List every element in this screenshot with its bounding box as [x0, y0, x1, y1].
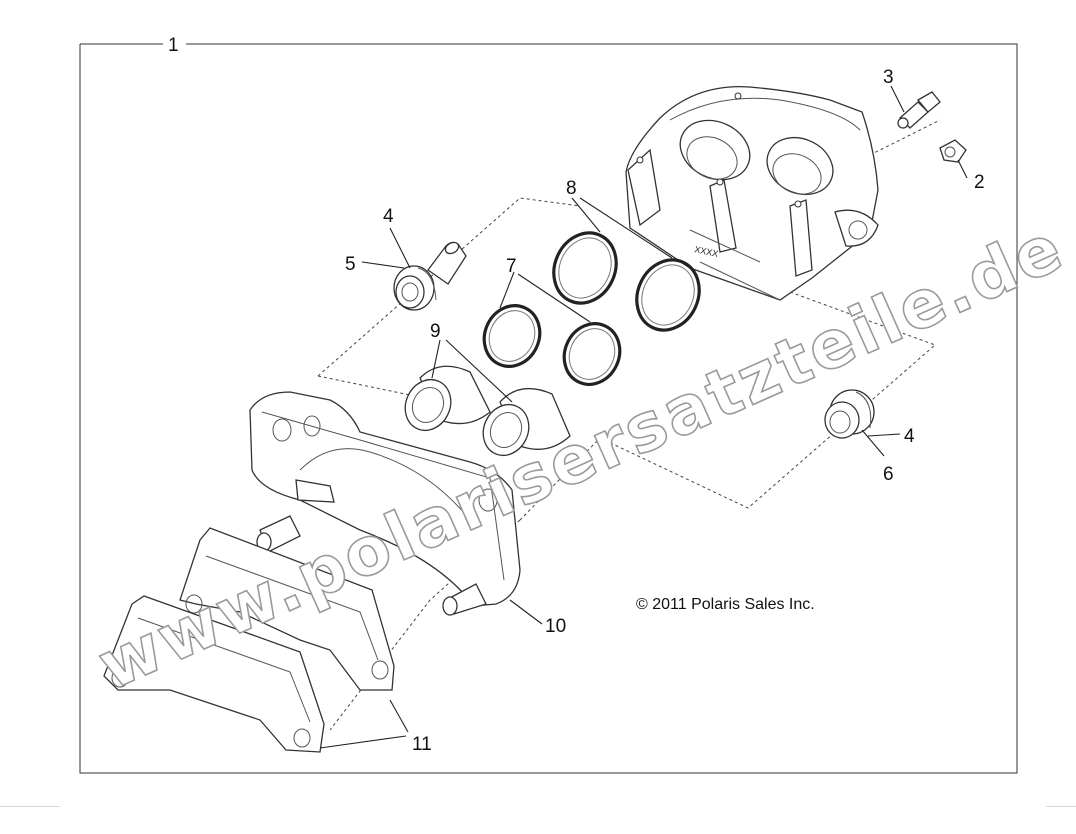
piston-seals-small	[482, 304, 622, 386]
slide-pin-with-boot	[393, 241, 467, 311]
caliper-body: XXXX	[625, 85, 879, 301]
callout-4-right: 4	[904, 426, 915, 447]
callout-8: 8	[566, 178, 577, 199]
leader-lines	[319, 85, 968, 749]
piston-seals-large	[552, 231, 701, 332]
callout-7: 7	[506, 256, 517, 277]
caliper-bracket	[249, 391, 521, 616]
pistons	[404, 365, 571, 456]
callout-10: 10	[545, 616, 566, 637]
bleeder-valve	[897, 91, 941, 129]
callouts: 1 2 3 4 5 4 6 7 8 9 10 11	[168, 35, 985, 755]
callout-9: 9	[430, 321, 441, 342]
callout-3: 3	[883, 67, 894, 88]
footer-rule-left	[0, 806, 60, 807]
callout-11: 11	[412, 734, 432, 755]
callout-2: 2	[974, 172, 985, 193]
brake-pads	[103, 527, 395, 753]
caliper-marking: XXXX	[694, 244, 720, 259]
bleeder-cap	[939, 139, 967, 163]
copyright-notice: © 2011 Polaris Sales Inc.	[636, 596, 815, 613]
callout-4-top: 4	[383, 206, 394, 227]
footer-rule-right	[1046, 806, 1076, 807]
diagram-frame	[79, 43, 1018, 774]
callout-5: 5	[345, 254, 356, 275]
pin-boot	[824, 389, 875, 439]
watermark-text: www.polarisersatzteile.de	[87, 208, 1075, 704]
callout-1: 1	[168, 35, 179, 56]
callout-6: 6	[883, 464, 894, 485]
